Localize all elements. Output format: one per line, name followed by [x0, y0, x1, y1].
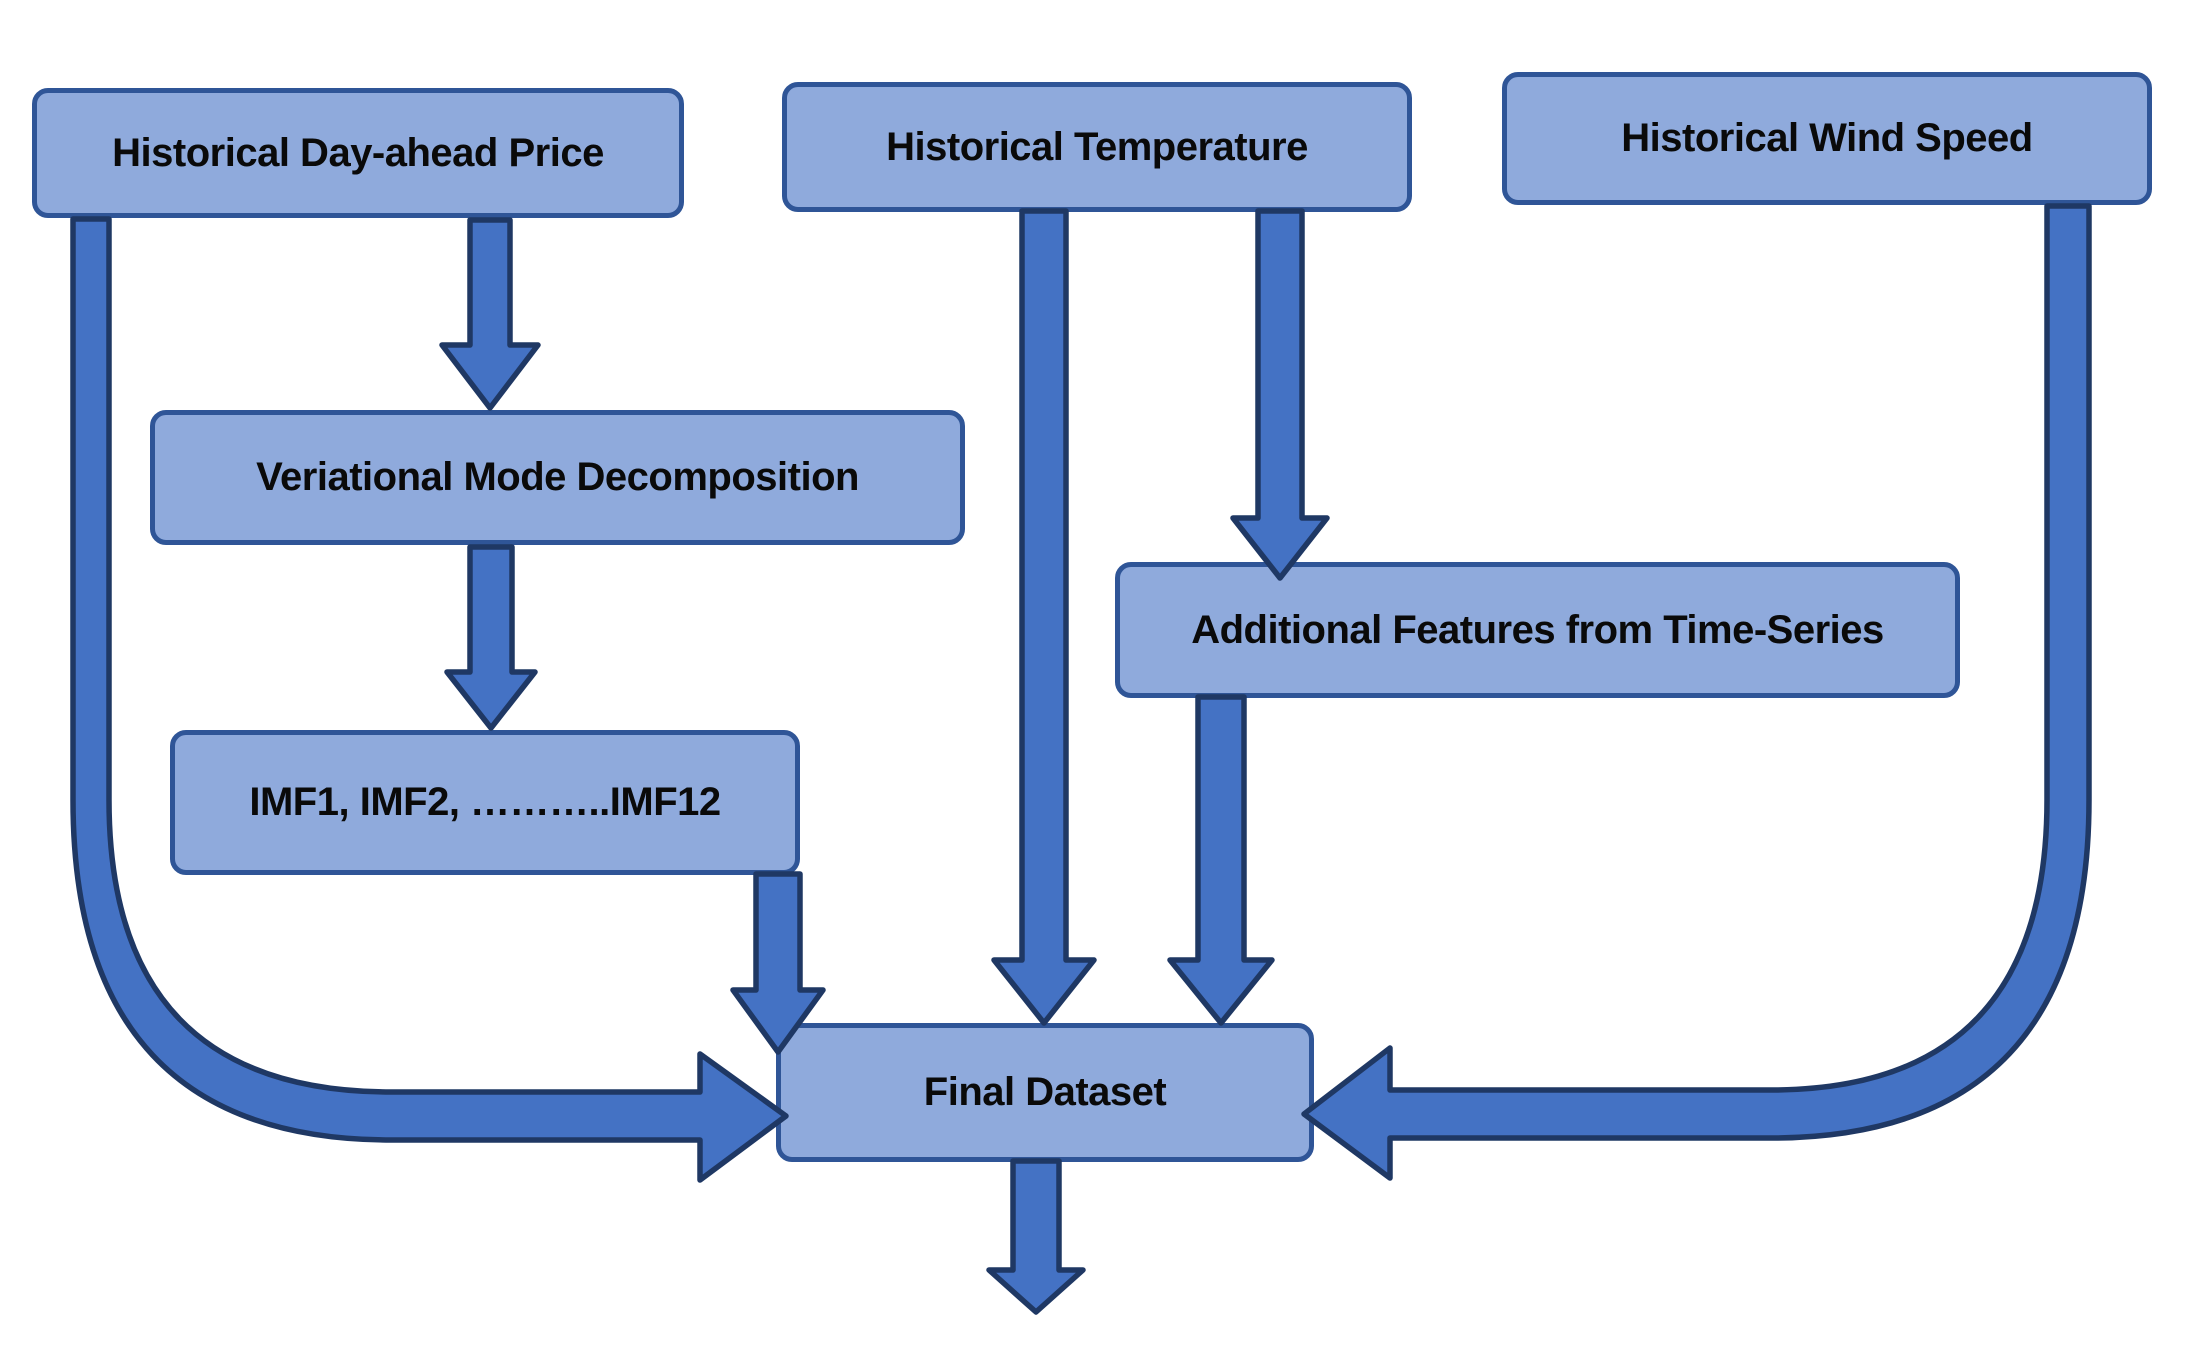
- node-variational-mode-decomposition: Veriational Mode Decomposition: [150, 410, 965, 545]
- arrow-windspeed-to-final-curved: [1301, 203, 2092, 1181]
- node-additional-features-label: Additional Features from Time-Series: [1191, 607, 1884, 652]
- node-additional-features: Additional Features from Time-Series: [1115, 562, 1960, 698]
- node-historical-price-label: Historical Day-ahead Price: [112, 130, 604, 175]
- arrow-final-output: [986, 1158, 1086, 1315]
- node-variational-mode-decomposition-label: Veriational Mode Decomposition: [256, 455, 859, 499]
- arrow-temperature-to-features: [1230, 208, 1330, 581]
- node-historical-temperature-label: Historical Temperature: [886, 124, 1308, 169]
- node-historical-temperature: Historical Temperature: [782, 82, 1412, 212]
- node-final-dataset-label: Final Dataset: [923, 1070, 1167, 1114]
- node-imf-list: IMF1, IMF2, ………..IMF12: [170, 730, 800, 875]
- node-historical-price: Historical Day-ahead Price: [32, 88, 684, 218]
- arrow-vmd-to-imf: [444, 544, 538, 731]
- node-historical-wind-speed: Historical Wind Speed: [1502, 72, 2152, 205]
- node-final-dataset: Final Dataset: [776, 1023, 1314, 1162]
- arrow-price-to-vmd: [439, 217, 541, 411]
- node-imf-list-label: IMF1, IMF2, ………..IMF12: [249, 780, 721, 824]
- arrow-features-to-final: [1167, 694, 1275, 1026]
- arrow-imf-to-final: [730, 871, 826, 1055]
- node-historical-wind-speed-label: Historical Wind Speed: [1621, 116, 2033, 160]
- arrow-temperature-to-final: [991, 208, 1097, 1026]
- arrow-price-to-final-curved: [70, 216, 789, 1183]
